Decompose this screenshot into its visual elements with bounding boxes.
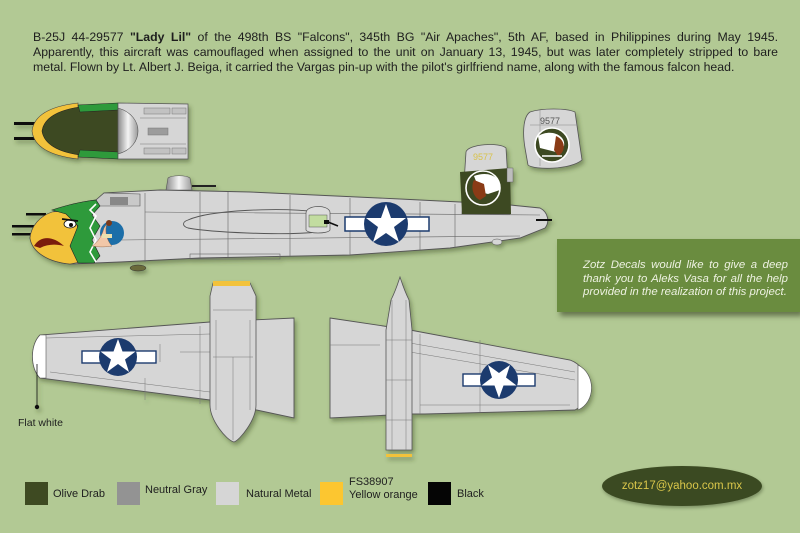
- aircraft-name: "Lady Lil": [129, 30, 192, 44]
- right-wing-view: [329, 275, 592, 457]
- legend-label: FS38907 Yellow orange: [349, 476, 418, 501]
- side-profile: 9577: [12, 144, 552, 272]
- natural-metal-swatch: [216, 482, 239, 505]
- legend-sublabel: Yellow orange: [349, 488, 418, 501]
- legend-code: FS38907: [349, 476, 394, 488]
- tail-detail: 9577: [523, 108, 583, 169]
- contact-email[interactable]: zotz17@yahoo.com.mx: [602, 466, 762, 506]
- legend-label: Neutral Gray: [145, 484, 208, 496]
- tail-serial-yellow: 9577: [473, 152, 493, 162]
- description-body: of the 498th BS "Falcons", 345th BG "Air…: [33, 30, 778, 74]
- flat-white-callout: Flat white: [18, 417, 63, 429]
- aircraft-description: B-25J 44-29577 "Lady Lil" of the 498th B…: [33, 30, 778, 75]
- thanks-text: Zotz Decals would like to give a deep th…: [583, 259, 788, 298]
- thanks-box: Zotz Decals would like to give a deep th…: [557, 239, 800, 312]
- tail-serial-gray: 9577: [540, 116, 560, 126]
- legend-label: Natural Metal: [246, 488, 312, 500]
- left-wing-view: [32, 281, 295, 443]
- neutral-gray-swatch: [117, 482, 140, 505]
- legend-label: Black: [457, 488, 484, 500]
- nose-top-view: [14, 102, 189, 160]
- legend-label: Olive Drab: [53, 488, 105, 500]
- left-wing-insignia: [81, 338, 157, 376]
- email-text: zotz17@yahoo.com.mx: [621, 480, 743, 492]
- olive-drab-swatch: [25, 482, 48, 505]
- description-prefix: B-25J 44-29577: [33, 30, 130, 44]
- yellow-orange-swatch: [320, 482, 343, 505]
- color-legend: Olive Drab Neutral Gray Natural Metal FS…: [25, 476, 545, 506]
- black-swatch: [428, 482, 451, 505]
- right-wing-insignia: [462, 361, 536, 399]
- fuselage-insignia: [344, 202, 430, 246]
